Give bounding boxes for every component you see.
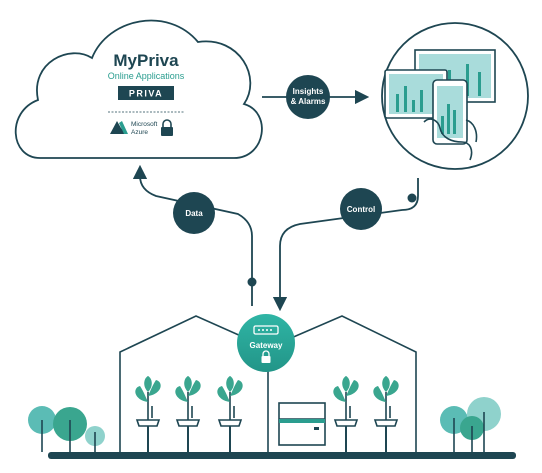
cloud-subtitle: Online Applications [108,71,185,81]
lock-icon [161,119,173,136]
plant [175,376,201,452]
plant [135,376,161,452]
phone-icon [432,79,468,145]
hand-icon [423,118,478,161]
plant [373,376,399,452]
data-path-node [247,277,257,287]
control-path-node [407,193,417,203]
priva-logo: PRIVA [118,86,174,100]
control-badge: Control [340,188,382,230]
gateway-device-icon [253,325,279,335]
insights-badge-line2: & Alarms [291,97,326,106]
control-badge-label: Control [347,205,375,214]
cloud: MyPriva Online Applications PRIVA Micros… [14,19,263,159]
plant [333,376,359,452]
lock-icon [261,350,271,363]
plant [217,376,243,452]
ground-line [48,452,516,459]
data-badge: Data [173,192,215,234]
azure-label-line1: Microsoft [131,121,158,128]
trees-left [28,406,105,452]
plants [135,376,399,452]
data-badge-label: Data [185,209,203,218]
devices-illustration [381,22,529,170]
azure-logo-icon [110,121,128,134]
control-cabinet [278,402,326,446]
priva-logo-text: PRIVA [129,89,163,99]
cloud-title: MyPriva [113,51,179,70]
gateway-label: Gateway [250,341,283,350]
azure-label-line2: Azure [131,129,148,136]
insights-alarms-badge: Insights & Alarms [286,75,330,119]
insights-badge-line1: Insights [293,87,324,96]
trees-right [440,397,501,452]
gateway: Gateway [237,314,295,372]
